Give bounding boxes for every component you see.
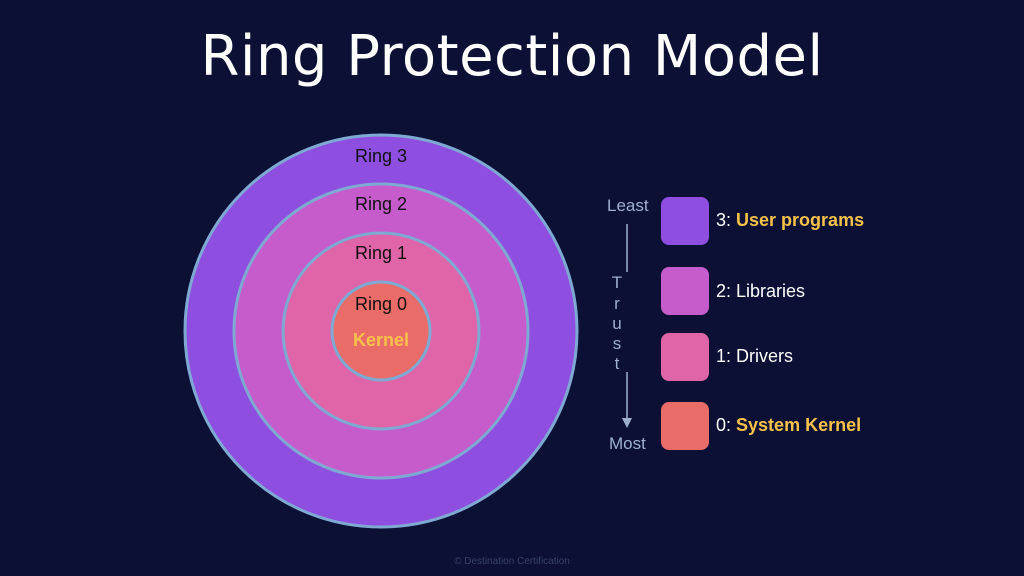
- legend-swatch-ring-1: [661, 333, 709, 381]
- legend-label-user-programs: User programs: [736, 210, 865, 230]
- legend-swatch-ring-0: [661, 402, 709, 450]
- ring-2-label: Ring 2: [355, 194, 407, 214]
- legend-number-1: 1:: [716, 346, 732, 366]
- ring-0-circle: [330, 280, 432, 382]
- ring-1-label: Ring 1: [355, 243, 407, 263]
- trust-letter-t2: t: [614, 354, 620, 373]
- trust-axis-mask: [606, 272, 628, 372]
- page-title: Ring Protection Model: [200, 24, 824, 89]
- trust-letter-r: r: [614, 294, 620, 313]
- trust-arrow-head: [622, 418, 632, 428]
- legend-item-ring-2: 2: Libraries: [716, 281, 805, 302]
- ring-3-label: Ring 3: [355, 146, 407, 166]
- footer-copyright: © Destination Certification: [454, 556, 570, 567]
- legend-number-2: 2:: [716, 281, 732, 301]
- legend-number-3: 3:: [716, 210, 732, 230]
- trust-least-label: Least: [607, 196, 649, 215]
- ring-0-label: Ring 0: [355, 294, 407, 314]
- legend-label-drivers: Drivers: [736, 346, 794, 366]
- legend-item-ring-0: 0: System Kernel: [716, 415, 861, 436]
- trust-letter-u: u: [612, 314, 622, 333]
- legend-label-system-kernel: System Kernel: [736, 415, 862, 435]
- trust-letter-s: s: [612, 334, 622, 353]
- trust-most-label: Most: [609, 434, 646, 453]
- legend-swatch-ring-3: [661, 197, 709, 245]
- kernel-label: Kernel: [353, 330, 409, 350]
- legend-label-libraries: Libraries: [736, 281, 806, 301]
- legend-item-ring-3: 3: User programs: [716, 210, 864, 231]
- legend-item-ring-1: 1: Drivers: [716, 346, 793, 367]
- legend-number-0: 0:: [716, 415, 732, 435]
- legend-swatch-ring-2: [661, 267, 709, 315]
- trust-letter-t1: T: [611, 273, 623, 292]
